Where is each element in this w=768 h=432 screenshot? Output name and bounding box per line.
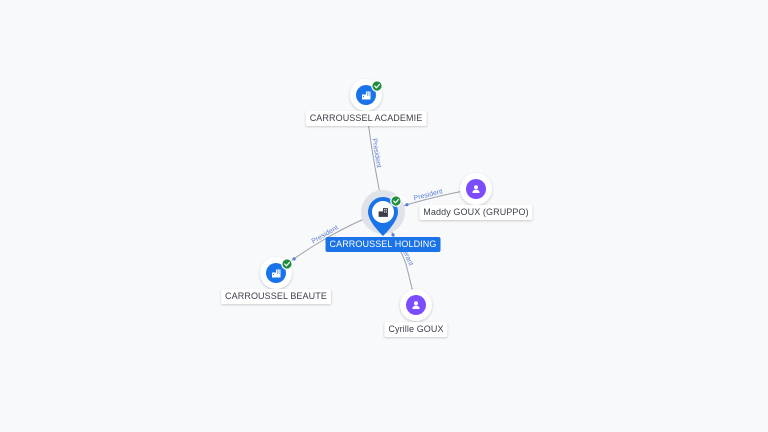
edge-label: President	[370, 138, 382, 168]
edge-arrow-marker	[391, 233, 395, 237]
node-label-beaute[interactable]: CARROUSSEL BEAUTE	[221, 289, 331, 304]
node-label-holding[interactable]: CARROUSSEL HOLDING	[325, 237, 441, 252]
node-maddy[interactable]	[460, 173, 492, 205]
node-beaute[interactable]	[260, 257, 293, 289]
verified-check-icon	[281, 258, 293, 270]
node-label-cyrille[interactable]: Cyrille GOUX	[384, 322, 448, 337]
building-icon	[362, 91, 371, 100]
verified-check-icon	[390, 195, 402, 207]
node-cyrille[interactable]	[400, 289, 432, 321]
edge-arrow-marker	[292, 257, 296, 261]
node-label-maddy[interactable]: Maddy GOUX (GRUPPO)	[419, 205, 533, 220]
verified-check-icon	[371, 80, 383, 92]
node-label-academie[interactable]: CARROUSSEL ACADEMIE	[305, 111, 427, 126]
nodes-layer	[260, 79, 492, 321]
edge-arrow-marker	[405, 203, 409, 207]
building-icon	[272, 269, 281, 278]
building-icon	[378, 208, 388, 217]
edge-label: President	[413, 188, 443, 202]
node-academie[interactable]	[350, 79, 383, 111]
node-holding[interactable]	[361, 190, 405, 236]
person-icon	[472, 185, 480, 193]
person-icon	[412, 301, 420, 309]
